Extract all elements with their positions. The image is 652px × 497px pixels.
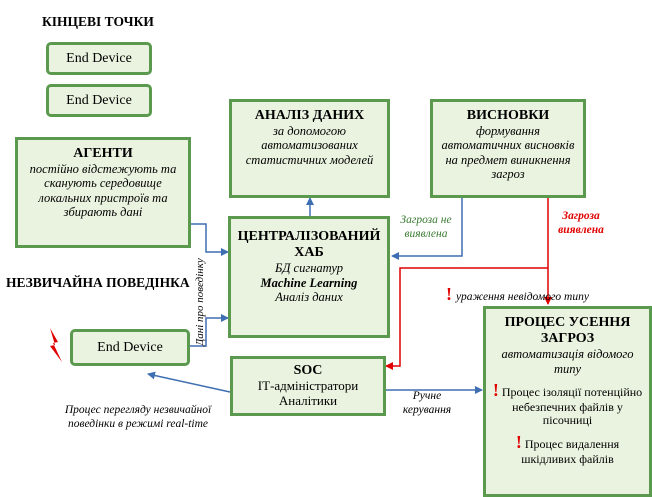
unknown-threat-row: ! ураження невідомого типу bbox=[446, 284, 589, 305]
data-analysis-box[interactable]: АНАЛІЗ ДАНИХ за допомогою автоматизовани… bbox=[229, 99, 390, 198]
analysis-description: за допомогою автоматизованих статистични… bbox=[245, 124, 374, 167]
conclusions-description: формування автоматичних висновків на пре… bbox=[441, 124, 575, 182]
agents-description: постійно відстежують та сканують середов… bbox=[29, 162, 177, 220]
unknown-type-label: ураження невідомого типу bbox=[456, 291, 589, 303]
conclusions-box[interactable]: ВИСНОВКИ формування автоматичних висновк… bbox=[430, 99, 586, 198]
mitigation-item-2-text: Процес видалення шкідливих файлів bbox=[521, 437, 620, 466]
end-device-1-label: End Device bbox=[66, 50, 132, 66]
end-device-1[interactable]: End Device bbox=[46, 42, 152, 75]
threat-not-detected-label: Загроза не виявлена bbox=[400, 214, 452, 240]
unusual-end-device[interactable]: End Device bbox=[70, 329, 190, 366]
exclamation-icon: ! bbox=[492, 379, 499, 400]
hub-signature-db: БД сигнатур bbox=[274, 261, 344, 276]
conclusions-title: ВИСНОВКИ bbox=[466, 108, 550, 123]
endpoints-heading: КІНЦЕВІ ТОЧКИ bbox=[42, 14, 154, 29]
mitigation-item-2: ! Процес видалення шкідливих файлів bbox=[490, 432, 645, 466]
lightning-bolt-icon bbox=[50, 328, 62, 362]
end-device-2-label: End Device bbox=[66, 92, 132, 108]
soc-analysts: Аналітики bbox=[278, 393, 338, 409]
arrow-soc-to-device bbox=[147, 371, 231, 393]
mitigation-item-1: ! Процес ізоляції потенційно небезпечних… bbox=[490, 380, 645, 428]
hub-title: ЦЕНТРАЛІЗОВАНИЙ ХАБ bbox=[237, 229, 381, 261]
threat-detected-label: Загроза виявлена bbox=[558, 210, 604, 236]
agents-box[interactable]: АГЕНТИ постійно відстежують та сканують … bbox=[15, 137, 191, 248]
arrow-conclusions-to-hub bbox=[391, 198, 463, 260]
soc-admins: ІТ-адміністратори bbox=[257, 378, 359, 394]
end-device-2[interactable]: End Device bbox=[46, 84, 152, 117]
hub-machine-learning: Machine Learning bbox=[260, 275, 358, 290]
mitigation-item-1-text: Процес ізоляції потенційно небезпечних ф… bbox=[501, 384, 643, 428]
hub-data-analysis: Аналіз даних bbox=[275, 289, 343, 304]
exclamation-icon: ! bbox=[446, 284, 452, 304]
arrow-red-to-soc bbox=[385, 267, 548, 370]
arrow-agents-to-hub bbox=[190, 223, 229, 256]
central-hub-box[interactable]: ЦЕНТРАЛІЗОВАНИЙ ХАБ БД сигнатур Machine … bbox=[228, 216, 390, 338]
unusual-behavior-heading: НЕЗВИЧАЙНА ПОВЕДІНКА bbox=[6, 275, 190, 290]
mitigation-subtitle: автоматизація відомого типу bbox=[501, 347, 634, 376]
unusual-end-device-label: End Device bbox=[97, 339, 163, 355]
review-process-label: Процес перегляду незвичайної поведінки в… bbox=[64, 404, 212, 430]
mitigation-title: ПРОЦЕС УСЕННЯ ЗАГРОЗ bbox=[504, 315, 631, 347]
arrow-device-to-hub bbox=[190, 314, 229, 347]
agents-title: АГЕНТИ bbox=[73, 146, 133, 161]
soc-box[interactable]: SOC ІТ-адміністратори Аналітики bbox=[230, 356, 386, 416]
manual-control-label: Ручне керування bbox=[402, 390, 452, 416]
analysis-title: АНАЛІЗ ДАНИХ bbox=[254, 108, 365, 123]
exclamation-icon: ! bbox=[515, 432, 522, 453]
soc-title: SOC bbox=[293, 363, 323, 378]
threat-mitigation-box[interactable]: ПРОЦЕС УСЕННЯ ЗАГРОЗ автоматизація відом… bbox=[483, 306, 652, 497]
behavior-data-label: Дані про поведінку bbox=[194, 258, 206, 346]
